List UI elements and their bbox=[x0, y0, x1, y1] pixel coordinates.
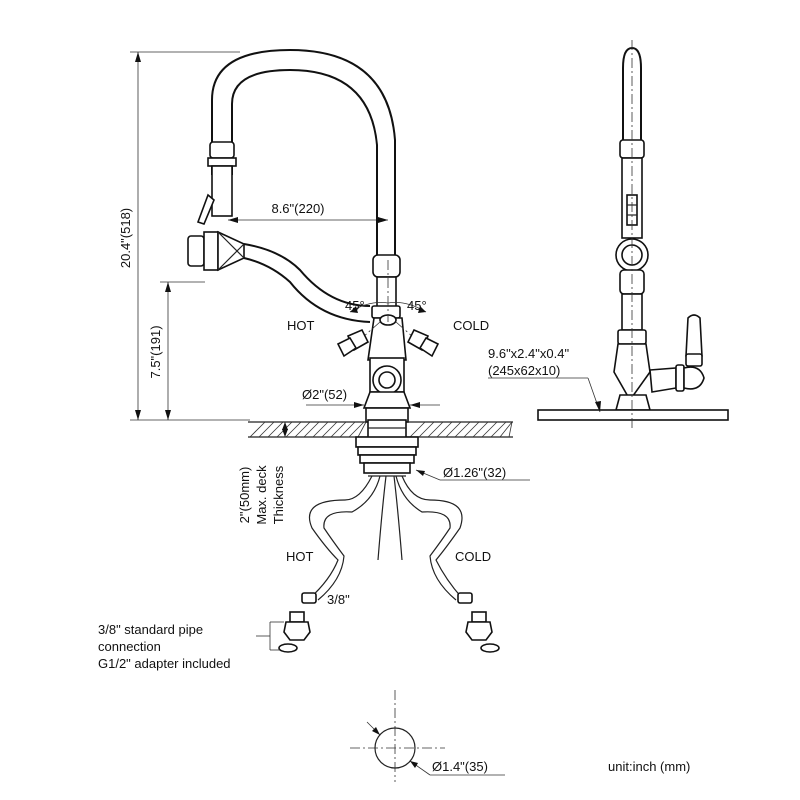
hatch-line bbox=[508, 421, 513, 438]
deck-thickness-line-1: 2"(50mm) bbox=[237, 467, 252, 524]
base-diameter-dimension: Ø2"(52) bbox=[302, 387, 440, 408]
cold-bottom-label: COLD bbox=[455, 549, 491, 564]
hatch-line bbox=[249, 421, 266, 438]
spout-height-label: 7.5"(191) bbox=[148, 325, 163, 378]
hatch-line bbox=[312, 421, 329, 438]
angle-right-label: 45° bbox=[407, 298, 427, 313]
hatch-line bbox=[267, 421, 284, 438]
countertop-hatching bbox=[249, 421, 513, 438]
hatch-line bbox=[321, 421, 338, 438]
faucet-side-view bbox=[537, 40, 729, 430]
angle-left-label: 45° bbox=[345, 298, 365, 313]
handle-cold-position bbox=[395, 321, 440, 358]
unit-label: unit:inch (mm) bbox=[608, 759, 690, 774]
hatch-line bbox=[445, 421, 462, 438]
hatch-line bbox=[463, 421, 480, 438]
hatch-line bbox=[357, 421, 367, 438]
height-total-label: 20.4"(518) bbox=[118, 208, 133, 268]
shank-diameter-label: Ø1.26"(32) bbox=[443, 465, 506, 480]
hatch-line bbox=[481, 421, 498, 438]
deck-thickness-line-2: Max. deck bbox=[254, 465, 269, 525]
base-diameter-label: Ø2"(52) bbox=[302, 387, 347, 402]
reach-dimension: 8.6"(220) bbox=[228, 201, 388, 223]
hatch-line bbox=[258, 421, 275, 438]
deck-plate-dimension: 9.6"x2.4"x0.4" (245x62x10) bbox=[488, 346, 601, 413]
cold-top-label: COLD bbox=[453, 318, 489, 333]
hatch-line bbox=[418, 421, 435, 438]
hatch-line bbox=[472, 421, 489, 438]
hatch-line bbox=[436, 421, 453, 438]
shank-diameter-dimension: Ø1.26"(32) bbox=[415, 465, 530, 481]
handle-hot-position bbox=[336, 321, 381, 358]
pipe-connection-line-2: connection bbox=[98, 639, 161, 654]
overall-height-dimension: 20.4"(518) bbox=[118, 51, 250, 421]
hose-size-label: 3/8" bbox=[327, 592, 350, 607]
deck-thickness-line-3: Thickness bbox=[271, 465, 286, 524]
hatch-line bbox=[348, 421, 365, 438]
pipe-connection-callout: 3/8" standard pipe connection G1/2" adap… bbox=[98, 621, 284, 671]
faucet-front-view bbox=[187, 48, 440, 423]
plate-size-line-2: (245x62x10) bbox=[488, 363, 560, 378]
hot-top-label: HOT bbox=[287, 318, 315, 333]
hot-bottom-label: HOT bbox=[286, 549, 314, 564]
mounting-shank bbox=[355, 419, 419, 477]
hatch-line bbox=[294, 421, 311, 438]
hatch-line bbox=[285, 421, 302, 438]
hatch-line bbox=[303, 421, 320, 438]
hole-diameter-label: Ø1.4"(35) bbox=[432, 759, 488, 774]
adapter-right bbox=[465, 611, 500, 653]
supply-hoses bbox=[301, 475, 473, 604]
adapter-left bbox=[278, 611, 311, 653]
hatch-line bbox=[499, 421, 513, 438]
hatch-line bbox=[490, 421, 507, 438]
mounting-hole-diagram: Ø1.4"(35) bbox=[350, 690, 505, 782]
plate-size-line-1: 9.6"x2.4"x0.4" bbox=[488, 346, 569, 361]
hatch-line bbox=[330, 421, 347, 438]
hatch-line bbox=[409, 421, 426, 438]
hatch-line bbox=[427, 421, 444, 438]
deck-thickness-dimension: 2"(50mm) Max. deck Thickness bbox=[237, 422, 288, 525]
pipe-connection-line-1: 3/8" standard pipe bbox=[98, 622, 203, 637]
spout-height-dimension: 7.5"(191) bbox=[148, 281, 205, 420]
hatch-line bbox=[454, 421, 471, 438]
reach-label: 8.6"(220) bbox=[271, 201, 324, 216]
hatch-line bbox=[339, 421, 356, 438]
pipe-connection-line-3: G1/2" adapter included bbox=[98, 656, 231, 671]
